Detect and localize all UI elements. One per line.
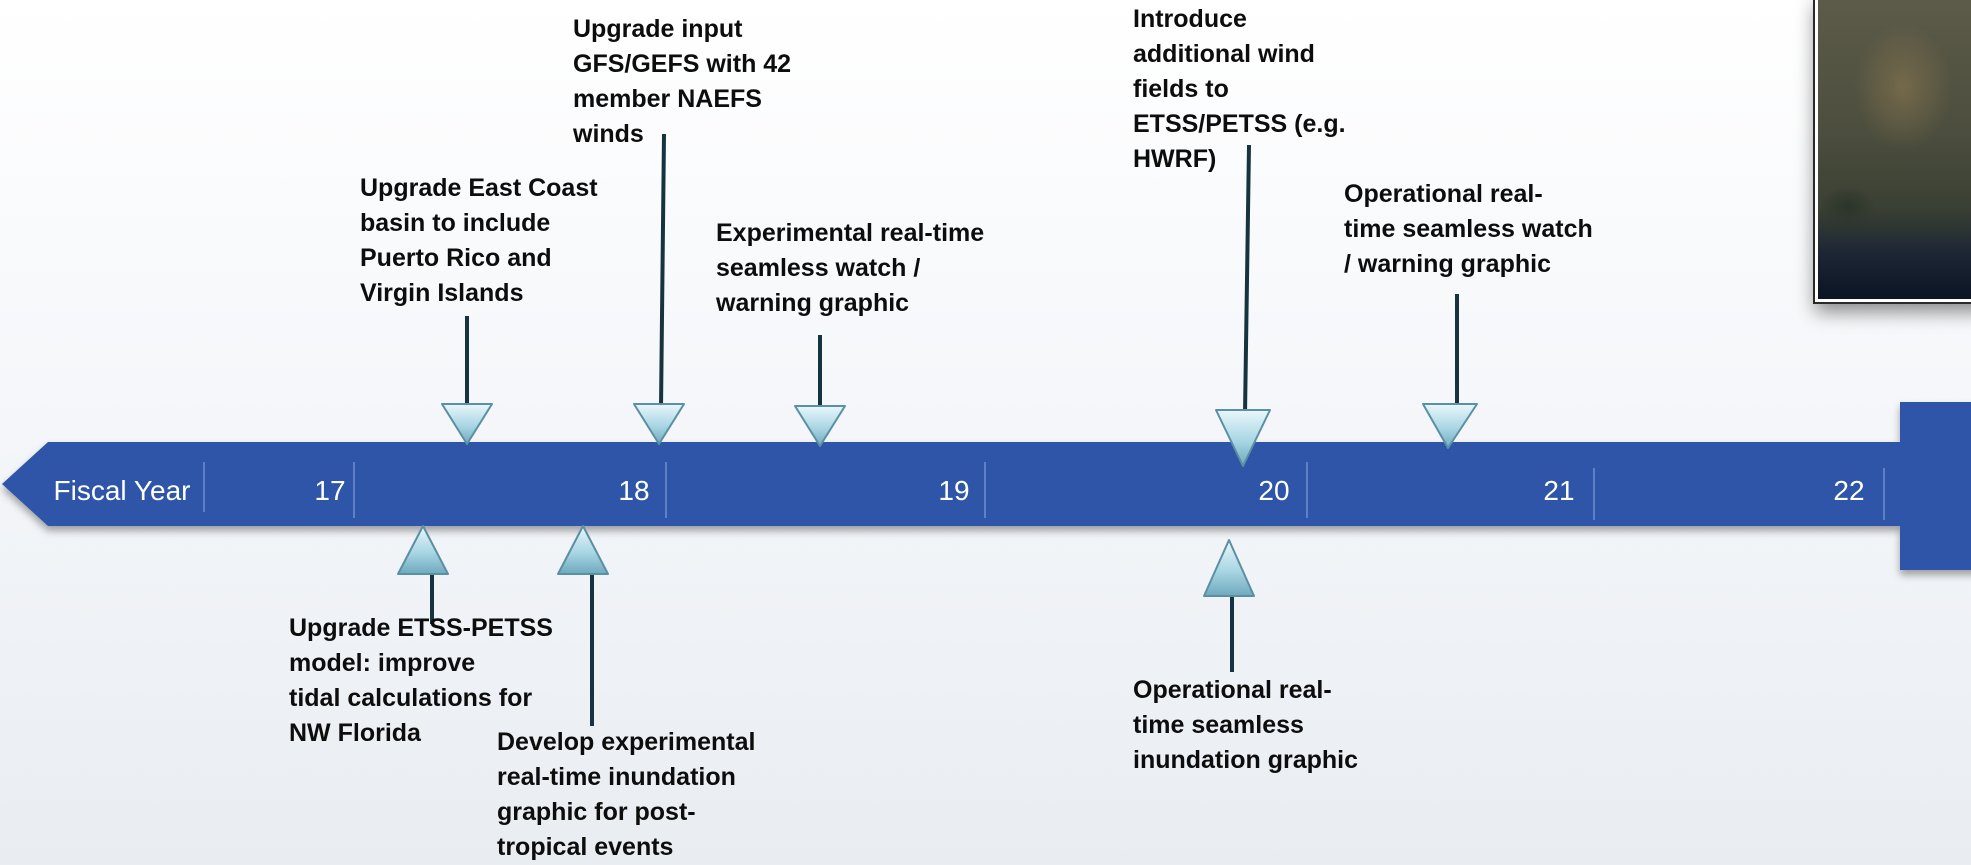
milestone-exp-inundation: Develop experimental real-time inundatio… [497,725,755,865]
milestone-additional-wind-fields: Introduce additional wind fields to ETSS… [1133,2,1346,177]
milestone-east-coast-basin: Upgrade East Coast basin to include Puer… [360,171,598,311]
milestone-line: winds [573,120,644,148]
year-label: 20 [1258,475,1290,506]
milestone-line: GFS/GEFS with 42 [573,50,792,78]
year-label: 17 [314,475,346,506]
milestone-line: additional wind [1133,40,1315,68]
milestone-line: time seamless watch [1344,215,1593,243]
milestone-etss-petss-model: Upgrade ETSS-PETSS model: improve tidal … [289,611,553,751]
milestone-line: Puerto Rico and [360,244,552,272]
up-arrow-marker [397,525,449,575]
axis-dividers [203,462,1885,520]
pointer-stem [1243,144,1251,415]
up-arrow-marker [1203,539,1255,597]
down-arrow-marker [441,403,493,445]
milestone-line: ETSS/PETSS (e.g. [1133,110,1346,138]
down-arrow-marker [633,403,685,445]
milestone-line: tidal calculations for [289,684,533,712]
milestone-line: real-time inundation [497,763,736,791]
milestone-line: / warning graphic [1344,250,1551,278]
timeline-arrow [2,402,1971,570]
milestone-line: Develop experimental [497,728,756,756]
milestone-line: NW Florida [289,719,421,747]
milestone-line: Upgrade ETSS-PETSS [289,614,553,642]
milestone-line: Operational real- [1344,180,1543,208]
year-label: 19 [938,475,970,506]
milestone-line: member NAEFS [573,85,762,113]
milestone-exp-watch-warning: Experimental real-time seamless watch / … [716,216,984,321]
milestone-op-watch-warning: Operational real- time seamless watch / … [1344,177,1593,282]
milestone-line: inundation graphic [1133,746,1358,774]
milestone-line: Virgin Islands [360,279,524,307]
year-label: 22 [1833,475,1865,506]
milestone-pointers [397,133,1478,726]
milestone-line: graphic for post- [497,798,696,826]
milestone-op-inundation: Operational real- time seamless inundati… [1133,673,1358,778]
down-arrow-marker [1215,409,1271,467]
milestone-line: basin to include [360,209,551,237]
axis-title: Fiscal Year [53,475,191,506]
milestone-line: Operational real- [1133,676,1332,704]
milestone-line: seamless watch / [716,254,921,282]
down-arrow-marker [794,405,846,447]
milestone-line: warning graphic [716,289,910,317]
milestone-line: fields to [1133,75,1229,103]
milestone-line: Upgrade input [573,15,743,43]
down-arrow-marker [1422,403,1478,449]
satellite-image [1813,0,1971,304]
milestone-line: Introduce [1133,5,1247,33]
milestone-gfs-gefs-input: Upgrade input GFS/GEFS with 42 member NA… [573,12,791,152]
year-label: 18 [618,475,650,506]
pointer-stem [659,133,666,409]
year-label: 21 [1543,475,1575,506]
milestone-line: HWRF) [1133,145,1217,173]
up-arrow-marker [557,525,609,575]
milestone-line: time seamless [1133,711,1304,739]
milestone-line: Experimental real-time [716,219,985,247]
milestone-line: Upgrade East Coast [360,174,598,202]
milestone-line: model: improve [289,649,476,677]
milestone-line: tropical events [497,833,674,861]
